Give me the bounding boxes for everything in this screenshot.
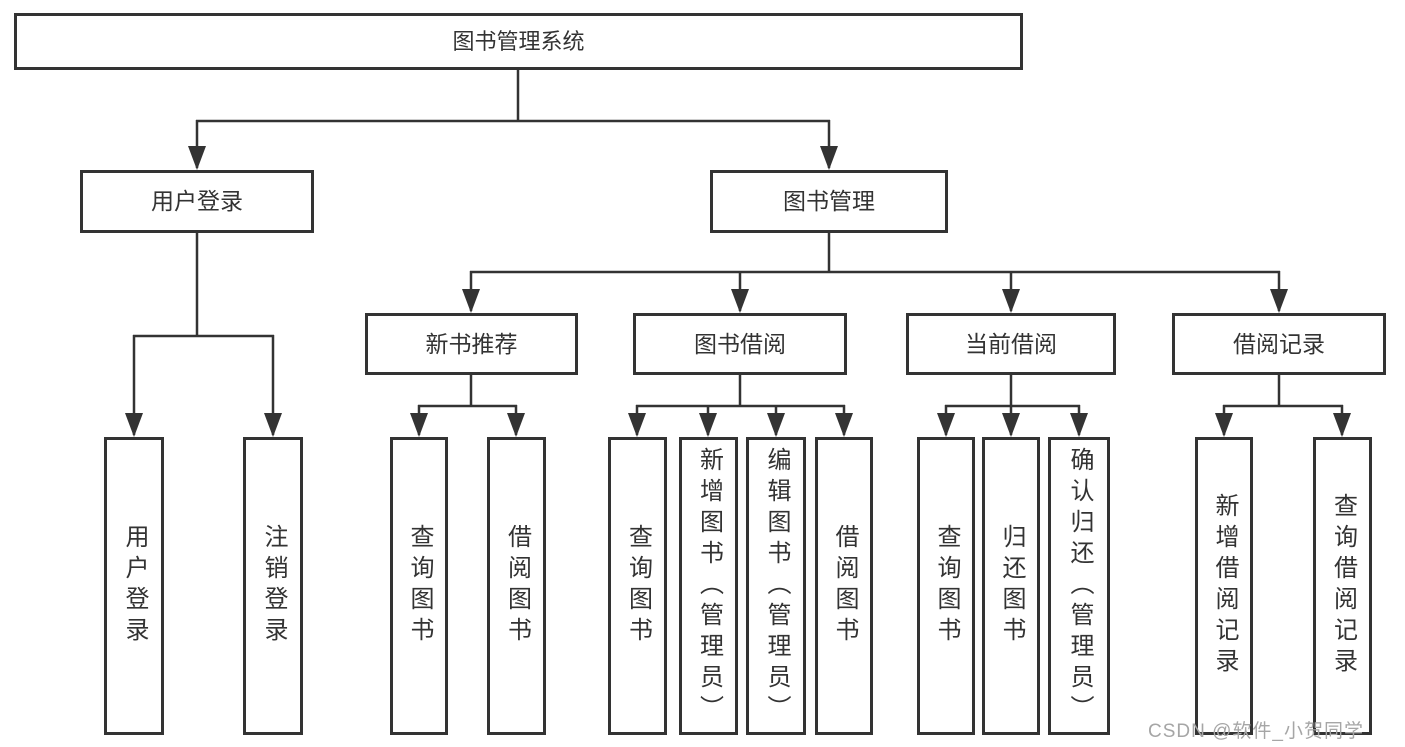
node-label: 新书推荐 xyxy=(425,330,518,357)
leaf-borrowing-borrow-books: 借阅图书 xyxy=(815,437,873,735)
node-label: 图书管理 xyxy=(783,188,875,214)
node-label: 图书借阅 xyxy=(694,330,786,357)
node-label: 图书管理系统 xyxy=(452,28,585,54)
node-label: 新增借阅记录 xyxy=(1211,493,1238,679)
leaf-borrowing-add-books-admin: 新增图书（管理员） xyxy=(679,437,738,735)
csdn-watermark: CSDN @软件_小贺同学 xyxy=(1148,721,1364,742)
node-borrowing-records: 借阅记录 xyxy=(1172,313,1386,375)
node-label: 新增图书（管理员） xyxy=(695,446,723,726)
node-book-management: 图书管理 xyxy=(710,170,948,233)
node-book-borrowing: 图书借阅 xyxy=(633,313,847,375)
node-current-borrowing: 当前借阅 xyxy=(906,313,1116,375)
node-label: 用户登录 xyxy=(121,524,148,648)
leaf-current-confirm-return-admin: 确认归还（管理员） xyxy=(1048,437,1110,735)
leaf-current-return-books: 归还图书 xyxy=(982,437,1040,735)
node-label: 当前借阅 xyxy=(965,330,1057,357)
node-label: 查询图书 xyxy=(624,524,652,648)
leaf-logout: 注销登录 xyxy=(243,437,303,735)
node-label: 确认归还（管理员） xyxy=(1066,446,1093,726)
node-user-login: 用户登录 xyxy=(80,170,314,233)
node-new-book-recommend: 新书推荐 xyxy=(365,313,578,375)
leaf-records-add-record: 新增借阅记录 xyxy=(1195,437,1253,735)
leaf-current-query-books: 查询图书 xyxy=(917,437,975,735)
leaf-records-query-record: 查询借阅记录 xyxy=(1313,437,1372,735)
node-label: 用户登录 xyxy=(151,188,243,214)
node-library-management-system: 图书管理系统 xyxy=(14,13,1023,70)
node-label: 借阅记录 xyxy=(1233,330,1325,357)
leaf-borrowing-query-books: 查询图书 xyxy=(608,437,667,735)
node-label: 归还图书 xyxy=(998,524,1025,648)
node-label: 借阅图书 xyxy=(831,524,858,648)
node-label: 查询图书 xyxy=(933,524,960,648)
leaf-newbook-borrow-books: 借阅图书 xyxy=(487,437,546,735)
node-label: 编辑图书（管理员） xyxy=(763,446,790,726)
node-label: 借阅图书 xyxy=(503,524,531,648)
node-label: 注销登录 xyxy=(260,524,287,648)
node-label: 查询借阅记录 xyxy=(1329,493,1357,679)
leaf-user-login: 用户登录 xyxy=(104,437,164,735)
node-label: 查询图书 xyxy=(406,524,433,648)
leaf-borrowing-edit-books-admin: 编辑图书（管理员） xyxy=(746,437,806,735)
leaf-newbook-query-books: 查询图书 xyxy=(390,437,448,735)
